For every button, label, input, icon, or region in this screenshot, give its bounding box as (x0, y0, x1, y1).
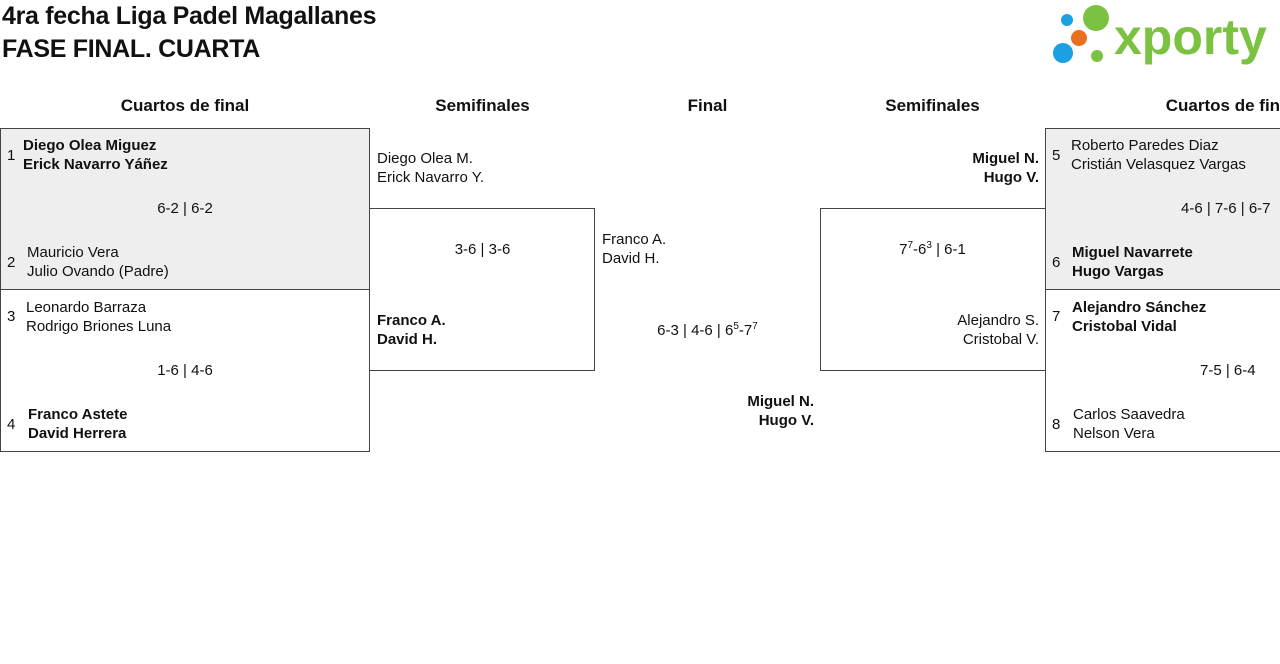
player-name: Hugo V. (983, 169, 1039, 186)
player-name: Alejandro S. (957, 312, 1039, 329)
player-name: Cristobal V. (962, 331, 1039, 348)
player-name: Diego Olea M. (377, 150, 473, 167)
col-header-right-quarter: Cuartos de final (1165, 96, 1280, 115)
player-name: Cristián Velasquez Vargas (1071, 156, 1246, 173)
match-score: 6-3 | 4-6 | 65-77 (657, 321, 758, 340)
seed: 5 (1052, 147, 1061, 164)
col-header-left-semi: Semifinales (435, 96, 530, 115)
player-name: Franco Astete (28, 406, 128, 423)
match-score: 77-63 | 6-1 (899, 240, 966, 259)
seed: 7 (1052, 308, 1061, 325)
player-name: Erick Navarro Yáñez (23, 156, 168, 173)
match-score: 3-6 | 3-6 (454, 241, 511, 258)
logo-dot-green-small (1091, 50, 1103, 62)
player-name: Julio Ovando (Padre) (27, 263, 169, 280)
player-name: Leonardo Barraza (26, 299, 147, 316)
seed: 1 (7, 147, 16, 164)
player-name: Franco A. (377, 312, 446, 329)
seed: 8 (1052, 416, 1061, 433)
player-name: Roberto Paredes Diaz (1071, 137, 1219, 154)
right-sf-box (820, 208, 1046, 371)
player-name: Rodrigo Briones Luna (26, 318, 172, 335)
logo-text: xporty (1114, 9, 1267, 65)
player-name: Mauricio Vera (27, 244, 119, 261)
left-qf1-box (0, 128, 370, 290)
player-name: Cristobal Vidal (1072, 318, 1177, 335)
seed: 3 (7, 308, 16, 325)
player-name: Miguel N. (972, 150, 1039, 167)
left-sf-box (369, 208, 595, 371)
player-name: Nelson Vera (1073, 425, 1155, 442)
logo-dot-orange (1071, 30, 1087, 46)
player-name: Erick Navarro Y. (377, 169, 484, 186)
logo-dot-blue-small (1061, 14, 1073, 26)
col-header-left-quarter: Cuartos de final (120, 96, 250, 115)
player-name: Diego Olea Miguez (23, 137, 157, 154)
player-name: David Herrera (28, 425, 127, 442)
match-score: 1-6 | 4-6 (157, 362, 213, 379)
col-header-right-semi: Semifinales (885, 96, 980, 115)
player-name: David H. (377, 331, 438, 348)
seed: 4 (7, 416, 16, 433)
logo-dot-blue (1053, 43, 1073, 63)
match-score: 4-6 | 7-6 | 6-7 (1181, 200, 1271, 217)
page-subtitle: FASE FINAL. CUARTA (2, 35, 261, 63)
player-name: Franco A. (602, 231, 667, 248)
right-qf2-box (1045, 289, 1280, 452)
player-name: Alejandro Sánchez (1072, 299, 1207, 316)
col-header-final: Final (687, 96, 728, 115)
match-score: 6-2 | 6-2 (157, 200, 213, 217)
seed: 6 (1052, 254, 1061, 271)
logo-dot-green (1083, 5, 1109, 31)
page-title: 4ra fecha Liga Padel Magallanes (2, 2, 377, 30)
match-score: 7-5 | 6-4 (1200, 362, 1256, 379)
player-name: Hugo Vargas (1072, 263, 1164, 280)
seed: 2 (7, 254, 16, 271)
champion-name: Miguel N. (747, 393, 814, 410)
player-name: Miguel Navarrete (1072, 244, 1193, 261)
xporty-logo: xporty (1053, 5, 1267, 65)
champion-name: Hugo V. (758, 412, 814, 429)
player-name: Carlos Saavedra (1073, 406, 1185, 423)
player-name: David H. (602, 250, 660, 267)
